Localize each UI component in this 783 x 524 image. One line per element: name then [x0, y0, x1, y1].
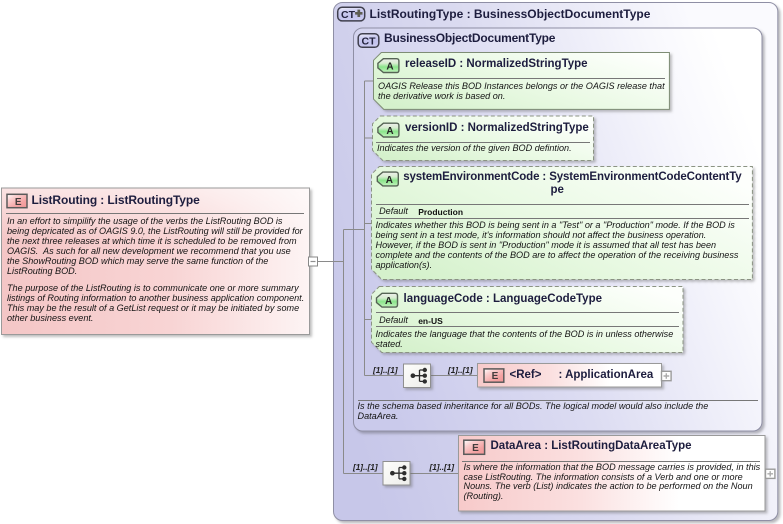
svg-text:E: E — [472, 443, 479, 454]
svg-text:E: E — [15, 197, 22, 208]
svg-text:A: A — [385, 296, 392, 307]
svg-text:A: A — [386, 126, 393, 137]
svg-text:A: A — [386, 61, 393, 72]
svg-text:CT: CT — [341, 9, 356, 21]
svg-text:CT: CT — [362, 36, 377, 48]
svg-text:A: A — [386, 175, 393, 186]
svg-text:E: E — [492, 371, 499, 382]
